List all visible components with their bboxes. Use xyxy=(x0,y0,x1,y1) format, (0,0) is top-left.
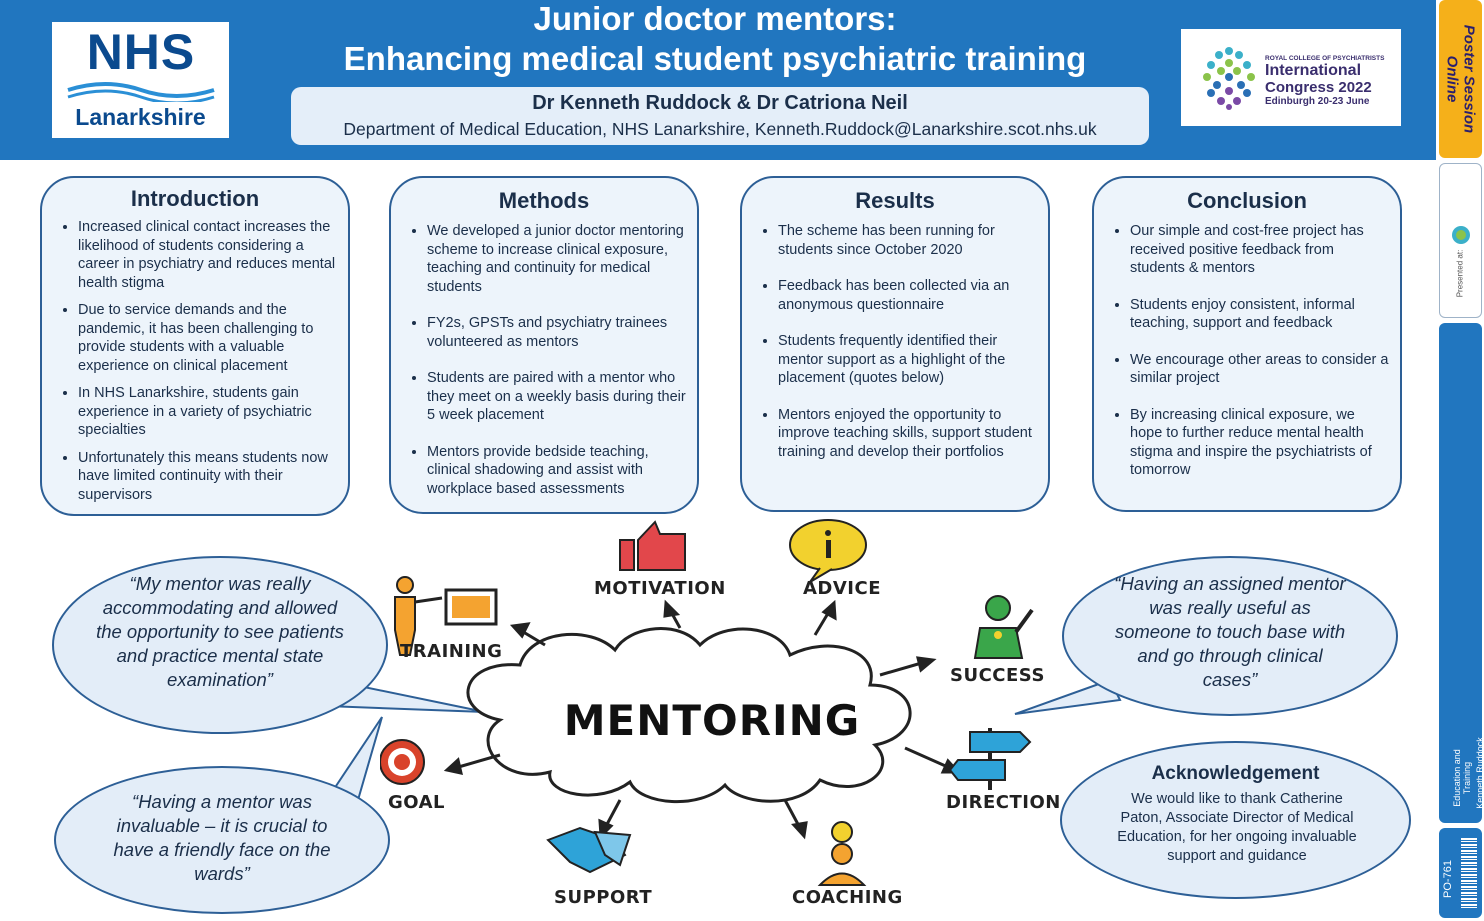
category-label: Education and Training xyxy=(1452,749,1472,807)
author-label: Kenneth Ruddock xyxy=(1475,737,1484,809)
list-item: Increased clinical contact increases the… xyxy=(78,218,338,292)
list-item: Feedback has been collected via an anony… xyxy=(778,277,1038,314)
diagram-center-text: MENTORING xyxy=(564,696,861,745)
label-success: SUCCESS xyxy=(950,665,1045,686)
poster-session-online-tab[interactable]: Poster Session Online xyxy=(1439,0,1482,158)
goal-icon xyxy=(380,739,425,785)
nhs-lanarkshire-logo: NHS Lanarkshire xyxy=(52,22,229,138)
authors-panel: Dr Kenneth Ruddock & Dr Catriona Neil De… xyxy=(291,87,1149,145)
poster-title-line2: Enhancing medical student psychiatric tr… xyxy=(343,40,1087,77)
support-icon xyxy=(546,826,632,874)
barcode-icon xyxy=(1461,838,1477,908)
quote-3-text: “Having an assigned mentor was really us… xyxy=(1114,573,1346,690)
advice-icon xyxy=(789,519,867,583)
list-item: We developed a junior doctor mentoring s… xyxy=(427,222,687,296)
poster-code-strip: PO-761 xyxy=(1439,828,1482,918)
results-section: Results The scheme has been running for … xyxy=(740,176,1050,512)
cloud-shape xyxy=(466,627,912,804)
label-support: SUPPORT xyxy=(554,887,653,908)
training-icon xyxy=(394,576,498,656)
label-goal: GOAL xyxy=(388,792,445,813)
poster-session-brand: Poster Session Online xyxy=(1443,24,1478,134)
poster-title-line1: Junior doctor mentors: xyxy=(533,0,897,37)
affiliation: Department of Medical Education, NHS Lan… xyxy=(343,119,1097,139)
direction-icon xyxy=(948,728,1032,790)
diagram-arrows xyxy=(443,599,962,840)
list-item: Mentors provide bedside teaching, clinic… xyxy=(427,443,687,499)
authors: Dr Kenneth Ruddock & Dr Catriona Neil xyxy=(532,92,908,114)
results-title: Results xyxy=(855,188,935,213)
congress-mini-icon xyxy=(1452,226,1470,244)
quote-bubble-1: “My mentor was really accommodating and … xyxy=(52,556,388,734)
conclusion-title: Conclusion xyxy=(1187,188,1307,213)
quote-bubble-3: “Having an assigned mentor was really us… xyxy=(1062,556,1398,716)
quote-bubble-2: “Having a mentor was invaluable – it is … xyxy=(54,766,390,914)
label-direction: DIRECTION xyxy=(946,792,1061,813)
label-training: TRAINING xyxy=(400,641,503,662)
quote-1-text: “My mentor was really accommodating and … xyxy=(96,573,344,690)
list-item: Students frequently identified their men… xyxy=(778,332,1038,388)
nhs-logo-text: NHS xyxy=(86,24,196,80)
introduction-title: Introduction xyxy=(130,186,260,211)
rcp-label: ROYAL COLLEGE OF PSYCHIATRISTS xyxy=(1265,55,1385,62)
acknowledgement-text: We would like to thank Catherine Paton, … xyxy=(1117,791,1357,864)
list-item: Mentors enjoyed the opportunity to impro… xyxy=(778,406,1038,462)
list-item: Students are paired with a mentor who th… xyxy=(427,369,687,425)
list-item: In NHS Lanarkshire, students gain experi… xyxy=(78,384,338,440)
methods-title: Methods xyxy=(498,188,590,213)
congress-logo: ROYAL COLLEGE OF PSYCHIATRISTS Internati… xyxy=(1181,29,1401,126)
introduction-section: Introduction Increased clinical contact … xyxy=(40,176,350,516)
nhs-logo-subtitle: Lanarkshire xyxy=(75,104,206,130)
list-item: Students enjoy consistent, informal teac… xyxy=(1130,296,1390,333)
coaching-icon xyxy=(817,821,867,886)
conclusion-section: Conclusion Our simple and cost-free proj… xyxy=(1092,176,1402,512)
wave-icon xyxy=(67,82,215,102)
poster-code: PO-761 xyxy=(1442,860,1454,898)
congress-dots-icon xyxy=(1203,47,1255,110)
category-strip: Education and Training Kenneth Ruddock xyxy=(1439,323,1484,823)
congress-line2: Congress 2022 xyxy=(1265,79,1372,96)
presented-at-label: Presented at: xyxy=(1455,249,1465,298)
quote-2-text: “Having a mentor was invaluable – it is … xyxy=(113,791,331,884)
methods-section: Methods We developed a junior doctor men… xyxy=(389,176,699,514)
label-advice: ADVICE xyxy=(803,578,882,599)
list-item: We encourage other areas to consider a s… xyxy=(1130,351,1390,388)
mentoring-diagram: MENTORING xyxy=(380,519,1034,886)
list-item: FY2s, GPSTs and psychiatry trainees volu… xyxy=(427,314,687,351)
list-item: Our simple and cost-free project has rec… xyxy=(1130,222,1390,278)
congress-line3: Edinburgh 20-23 June xyxy=(1265,96,1370,107)
list-item: Due to service demands and the pandemic,… xyxy=(78,301,338,375)
list-item: The scheme has been running for students… xyxy=(778,222,1038,259)
list-item: By increasing clinical exposure, we hope… xyxy=(1130,406,1390,480)
label-motivation: MOTIVATION xyxy=(594,578,726,599)
list-item: Unfortunately this means students now ha… xyxy=(78,449,338,505)
presented-at-panel: Presented at: xyxy=(1439,163,1482,318)
label-coaching: COACHING xyxy=(792,887,903,908)
success-icon xyxy=(973,595,1034,659)
motivation-icon xyxy=(619,520,686,571)
acknowledgement-title: Acknowledgement xyxy=(1151,763,1320,784)
acknowledgement-bubble: Acknowledgement We would like to thank C… xyxy=(1060,741,1411,899)
congress-line1: International xyxy=(1265,62,1362,79)
